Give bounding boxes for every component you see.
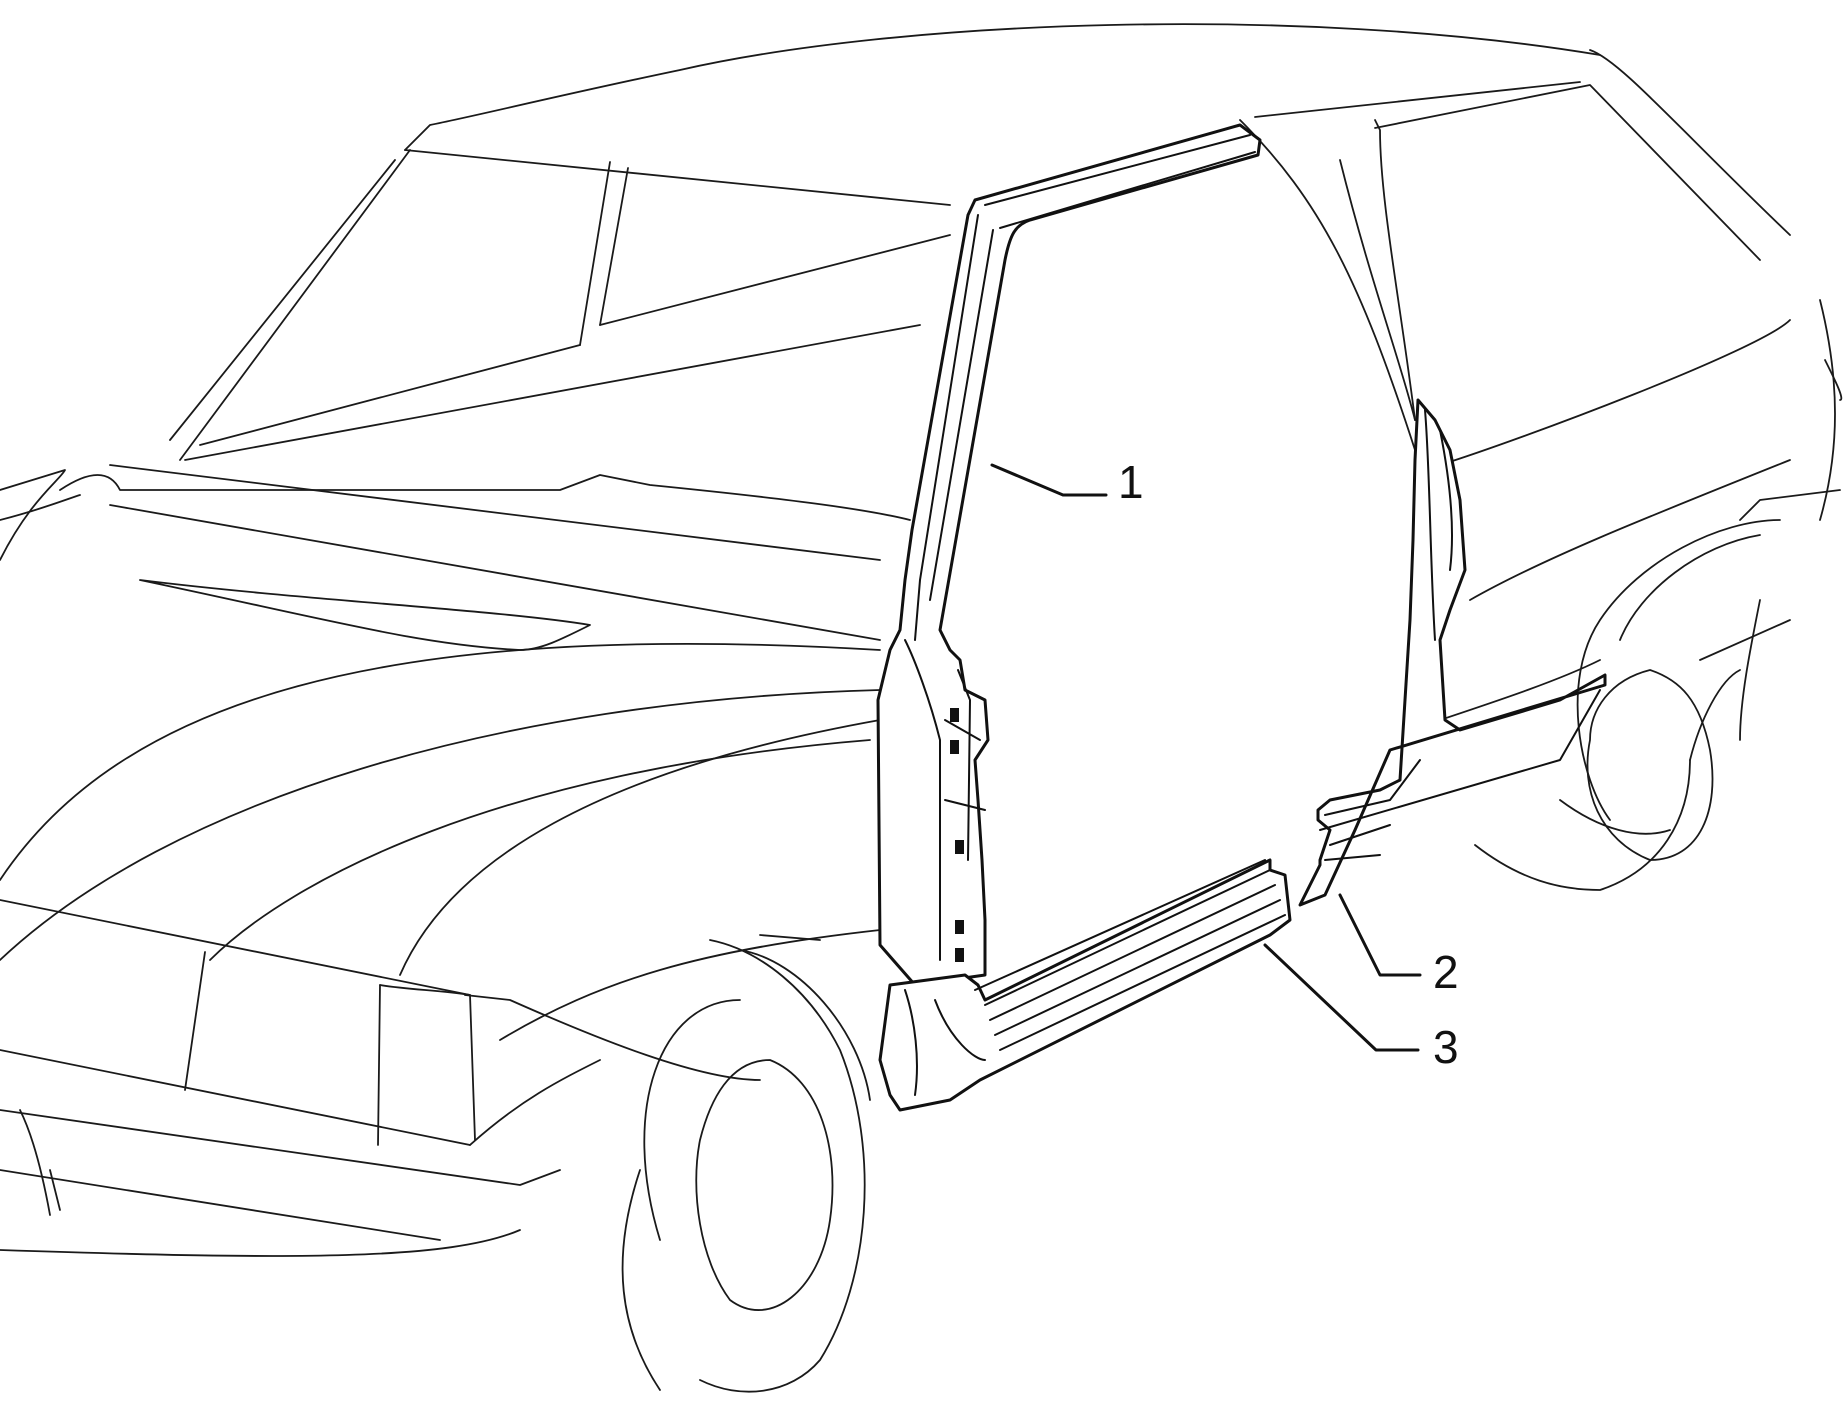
callout-2-label: 2: [1433, 946, 1459, 998]
leader-line-3: [1263, 943, 1420, 1052]
leader-line-1: [990, 463, 1108, 497]
part-2-rear-sill-panel: [1298, 398, 1607, 907]
leader-line-2: [1338, 893, 1422, 977]
callout-1-label: 1: [1118, 456, 1144, 508]
callout-labels: 1 2 3: [1118, 456, 1459, 1073]
callout-3-label: 3: [1433, 1021, 1459, 1073]
part-3-front-sill-panel: [878, 858, 1292, 1112]
part-1-pillar-panel: [876, 123, 1262, 987]
leader-lines: [990, 463, 1422, 1052]
car-body-outline: [0, 23, 1843, 1393]
